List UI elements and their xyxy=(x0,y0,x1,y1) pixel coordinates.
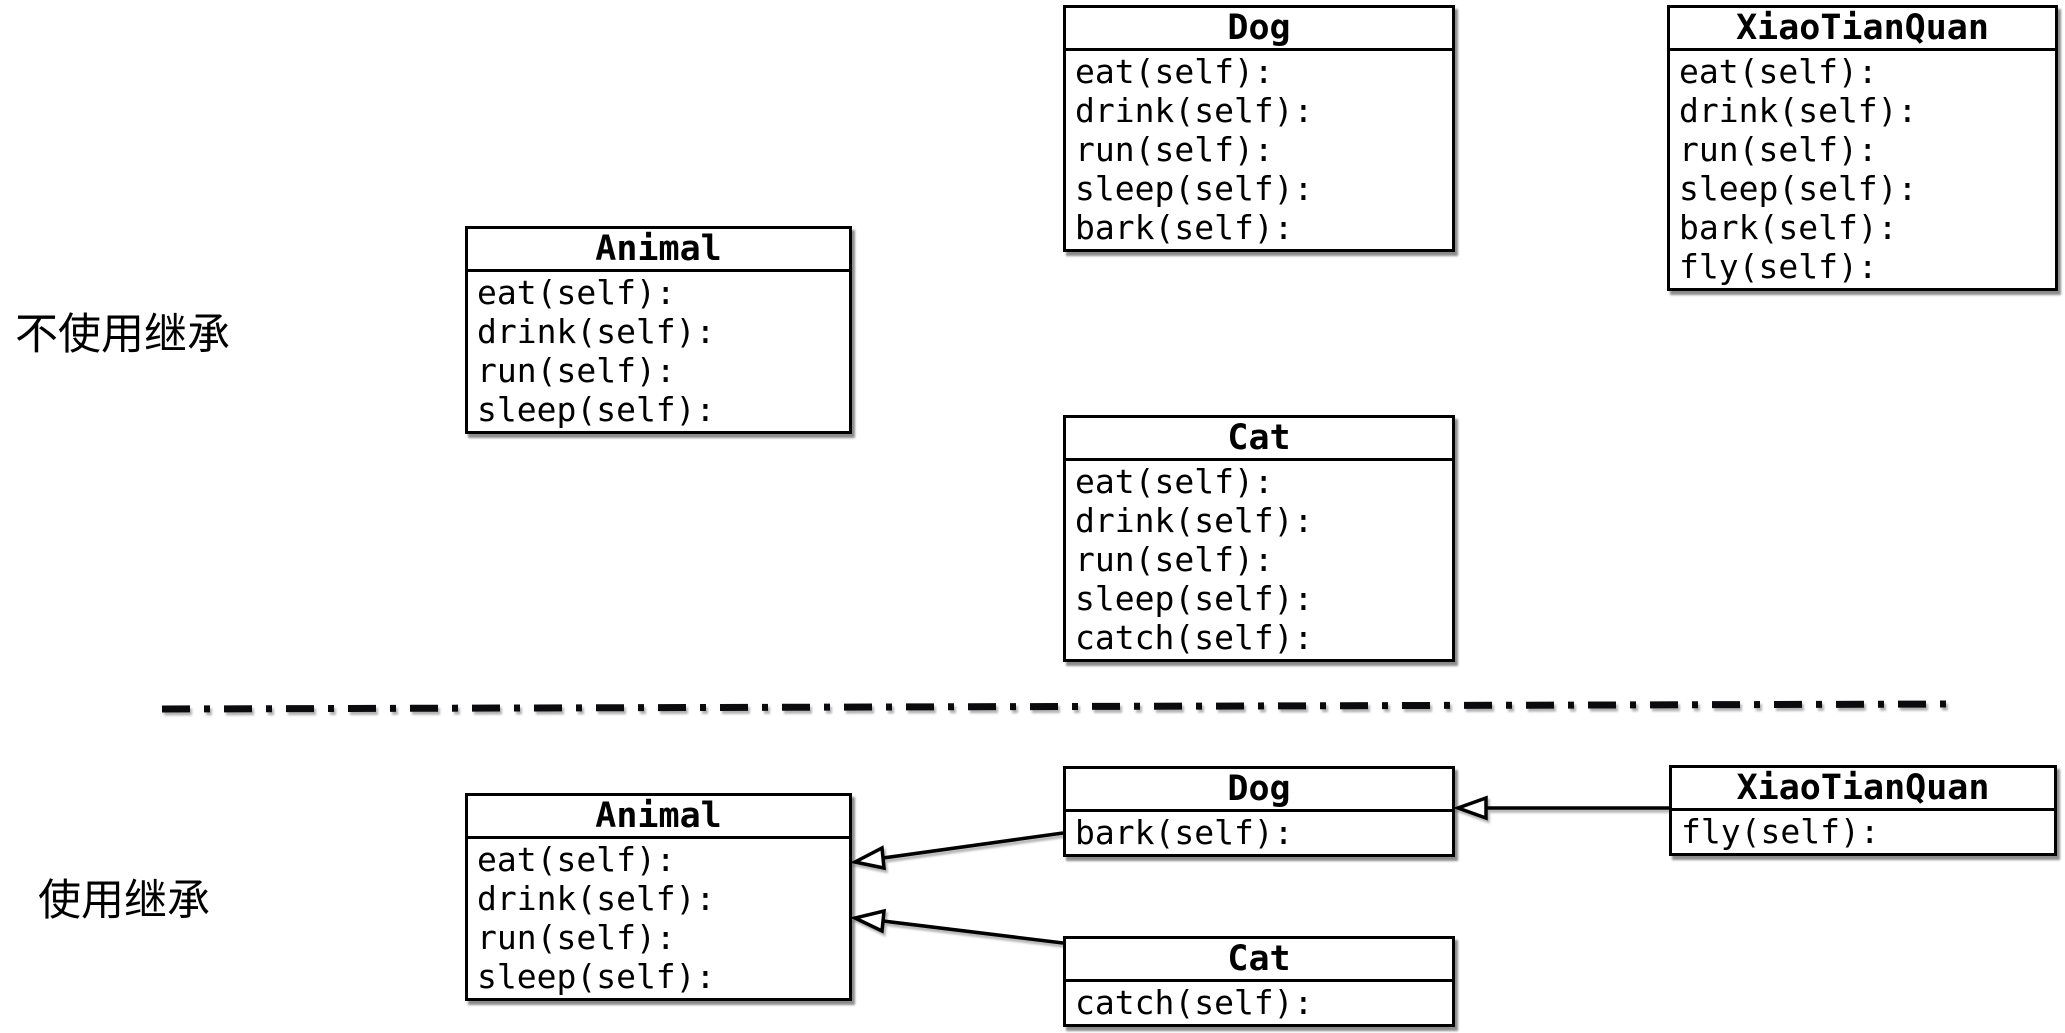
class-method-list: catch(self): xyxy=(1066,982,1452,1024)
class-method: drink(self): xyxy=(1075,91,1314,130)
class-method: eat(self): xyxy=(1075,462,1274,501)
class-title: Cat xyxy=(1066,939,1452,982)
class-method: eat(self): xyxy=(477,840,676,879)
class-method: drink(self): xyxy=(1679,91,1918,130)
class-method: fly(self): xyxy=(1681,812,1880,851)
class-box-animal-top: Animal eat(self): drink(self): run(self)… xyxy=(465,226,852,434)
class-method-list: bark(self): xyxy=(1066,812,1452,854)
class-box-cat-top: Cat eat(self): drink(self): run(self): s… xyxy=(1063,415,1455,662)
class-method: bark(self): xyxy=(1075,208,1294,247)
class-method: drink(self): xyxy=(477,879,716,918)
class-method: sleep(self): xyxy=(1679,169,1918,208)
class-title: XiaoTianQuan xyxy=(1670,8,2055,51)
class-method: eat(self): xyxy=(477,273,676,312)
class-method-list: fly(self): xyxy=(1672,811,2054,853)
class-method: catch(self): xyxy=(1075,618,1314,657)
class-method-list: eat(self): drink(self): run(self): sleep… xyxy=(1066,51,1452,249)
inheritance-arrowhead-icon xyxy=(849,908,886,934)
class-box-dog-top: Dog eat(self): drink(self): run(self): s… xyxy=(1063,5,1455,252)
class-title: Cat xyxy=(1066,418,1452,461)
class-method: sleep(self): xyxy=(477,390,716,429)
class-method: run(self): xyxy=(477,351,676,390)
class-method: fly(self): xyxy=(1679,247,1878,286)
class-method: run(self): xyxy=(1679,130,1878,169)
inheritance-arrowhead-icon xyxy=(849,845,886,871)
class-method: catch(self): xyxy=(1075,983,1314,1022)
class-box-animal-bottom: Animal eat(self): drink(self): run(self)… xyxy=(465,793,852,1001)
class-box-cat-bottom: Cat catch(self): xyxy=(1063,936,1455,1027)
class-box-dog-bottom: Dog bark(self): xyxy=(1063,766,1455,857)
class-title: XiaoTianQuan xyxy=(1672,768,2054,811)
class-method: sleep(self): xyxy=(1075,169,1314,208)
section-divider-dashdot-line xyxy=(161,700,1959,713)
class-box-xiaotianquan-bottom: XiaoTianQuan fly(self): xyxy=(1669,765,2057,856)
class-box-xiaotianquan-top: XiaoTianQuan eat(self): drink(self): run… xyxy=(1667,5,2058,291)
class-method: run(self): xyxy=(477,918,676,957)
class-title: Dog xyxy=(1066,769,1452,812)
class-method-list: eat(self): drink(self): run(self): sleep… xyxy=(468,839,849,998)
class-method: run(self): xyxy=(1075,130,1274,169)
section-label-no-inheritance: 不使用继承 xyxy=(15,311,230,359)
inheritance-arrow-dog-to-animal xyxy=(849,831,1064,871)
class-title: Animal xyxy=(468,796,849,839)
class-title: Animal xyxy=(468,229,849,272)
class-method: drink(self): xyxy=(477,312,716,351)
inheritance-arrow-xiaotianquan-to-dog xyxy=(1452,795,1669,821)
class-method: bark(self): xyxy=(1075,813,1294,852)
class-method-list: eat(self): drink(self): run(self): sleep… xyxy=(468,272,849,431)
class-method: sleep(self): xyxy=(477,957,716,996)
class-method-list: eat(self): drink(self): run(self): sleep… xyxy=(1066,461,1452,659)
section-label-with-inheritance: 使用继承 xyxy=(38,877,210,925)
inheritance-arrow-cat-to-animal xyxy=(849,908,1064,945)
class-method: eat(self): xyxy=(1075,52,1274,91)
class-method: run(self): xyxy=(1075,540,1274,579)
class-method: sleep(self): xyxy=(1075,579,1314,618)
class-title: Dog xyxy=(1066,8,1452,51)
class-method: eat(self): xyxy=(1679,52,1878,91)
inheritance-arrowhead-icon xyxy=(1452,795,1488,821)
class-method: bark(self): xyxy=(1679,208,1898,247)
class-method-list: eat(self): drink(self): run(self): sleep… xyxy=(1670,51,2055,288)
class-method: drink(self): xyxy=(1075,501,1314,540)
